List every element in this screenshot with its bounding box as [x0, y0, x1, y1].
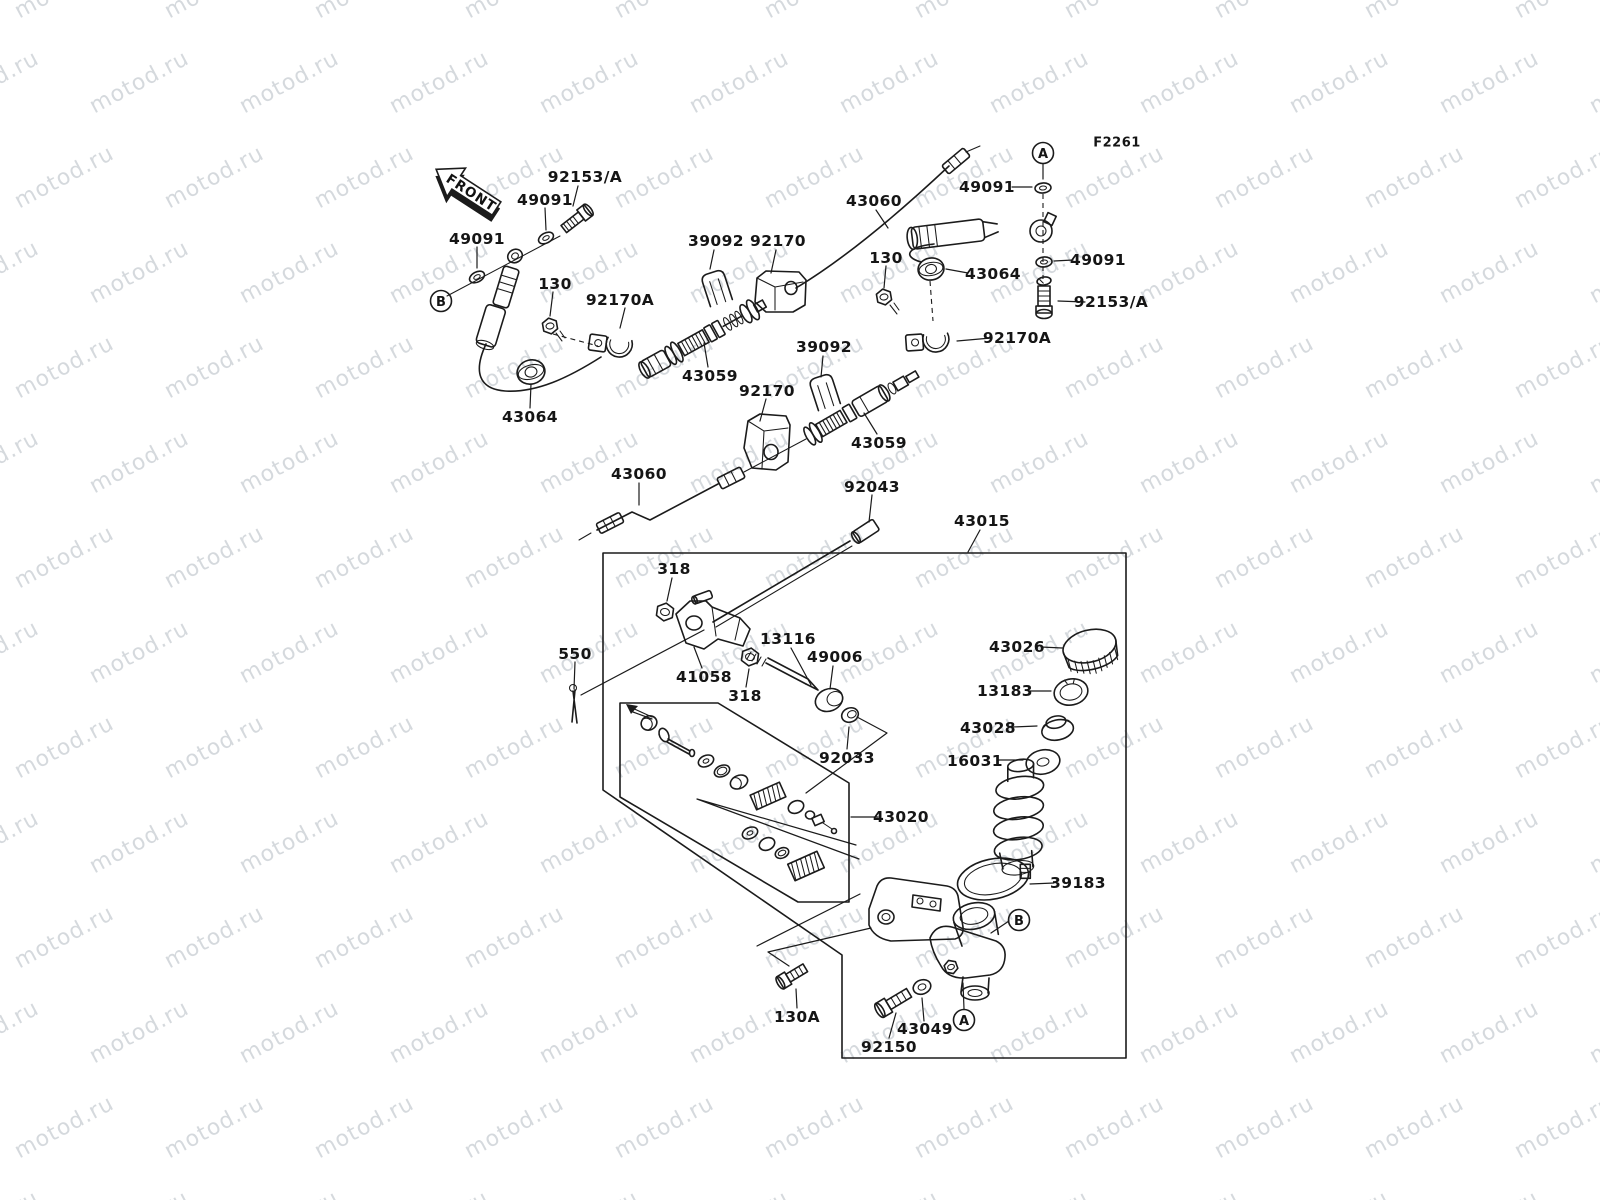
- part-label-13183: 13183: [977, 682, 1033, 700]
- part-label-43059-1: 43059: [682, 367, 738, 385]
- clamp-92170A-left: [587, 333, 634, 358]
- bolt-92150: [873, 987, 913, 1019]
- part-label-130-2: 130: [869, 249, 903, 267]
- part-label-92170-1: 92170: [750, 232, 806, 250]
- svg-text:A: A: [959, 1014, 969, 1029]
- part-label-130-1: 130: [538, 275, 572, 293]
- cable-43060-upper: [795, 145, 981, 289]
- nut-318-a: [655, 602, 675, 622]
- seal-92033: [840, 706, 860, 724]
- part-label-130A: 130A: [774, 1008, 820, 1026]
- cable-adjuster: [492, 265, 520, 309]
- bolt-92153A-right: [1035, 285, 1053, 320]
- piston-kit-43020: [640, 715, 838, 882]
- outer-box-43015: [602, 552, 1127, 1059]
- nut-130-right: [875, 288, 893, 306]
- master-cylinder-body: [868, 877, 1006, 1001]
- part-label-43064-2: 43064: [965, 265, 1021, 283]
- part-label-13116: 13116: [760, 630, 816, 648]
- alignment-dashed-lines: [552, 194, 1044, 347]
- part-label-43015: 43015: [954, 512, 1010, 530]
- fork-39092-lower: [809, 373, 842, 412]
- clutch-cable-upper-left: [446, 203, 634, 392]
- part-label-49091-4: 49091: [1070, 251, 1126, 269]
- clevis-41058: [675, 589, 751, 650]
- part-label-318-1: 318: [657, 560, 691, 578]
- part-label-92153A-2: 92153/A: [1073, 293, 1149, 311]
- bolt-130A: [775, 963, 809, 990]
- marker-A-top: A: [1031, 141, 1055, 165]
- ring-13183: [1053, 678, 1089, 706]
- fork-39092-upper: [701, 269, 734, 308]
- svg-text:B: B: [1014, 914, 1024, 929]
- part-label-43060-2: 43060: [611, 465, 667, 483]
- plate-16031: [1025, 748, 1061, 776]
- pushrod-and-pin-92043: [712, 518, 880, 628]
- cotter-pin-550: [568, 683, 578, 724]
- part-label-43020: 43020: [873, 808, 929, 826]
- figure-code: F2261: [1093, 135, 1141, 151]
- bracket-92170-lower: [743, 413, 791, 471]
- part-label-43059-2: 43059: [851, 434, 907, 452]
- part-label-16031: 16031: [947, 752, 1003, 770]
- leader-lines: [476, 163, 1086, 1039]
- bushing-49006: [814, 687, 844, 713]
- part-label-39092-1: 39092: [688, 232, 744, 250]
- part-label-92153A-1: 92153/A: [547, 168, 623, 186]
- inner-arrowhead: [626, 704, 638, 714]
- nut-130-left: [541, 317, 559, 335]
- rod-13116: [746, 651, 819, 691]
- part-label-39183: 39183: [1050, 874, 1106, 892]
- part-label-92150: 92150: [861, 1038, 917, 1056]
- marker-B-body: B: [1007, 908, 1031, 932]
- bolt-92153A-left: [560, 203, 594, 234]
- part-label-92170A-1: 92170A: [585, 291, 655, 309]
- part-label-92033: 92033: [819, 749, 875, 767]
- part-label-43026: 43026: [989, 638, 1045, 656]
- rod-link-assembly-right: [875, 182, 1057, 353]
- marker-A-body: A: [952, 1008, 976, 1032]
- part-label-43060-1: 43060: [846, 192, 902, 210]
- part-label-318-2: 318: [728, 687, 762, 705]
- reservoir-boot: [992, 758, 1045, 876]
- part-label-41058: 41058: [676, 668, 732, 686]
- part-label-43028: 43028: [960, 719, 1016, 737]
- adjuster-assembly-43059-lower: [803, 370, 920, 446]
- part-label-49091-1: 49091: [517, 191, 573, 209]
- part-label-39092-2: 39092: [796, 338, 852, 356]
- grommet-43064-left: [516, 359, 546, 385]
- hose-clamp-39183: [956, 857, 1032, 901]
- cable-43060-lower: [578, 438, 807, 541]
- pointer-lines: [580, 629, 888, 967]
- svg-text:B: B: [436, 295, 446, 310]
- inner-box-43020: [619, 702, 850, 903]
- diaphragm-43028: [1041, 715, 1075, 742]
- grommet-43064-right: [917, 257, 945, 281]
- part-label-43049: 43049: [897, 1020, 953, 1038]
- part-label-92043: 92043: [844, 478, 900, 496]
- marker-B-left: B: [429, 289, 453, 313]
- part-label-550: 550: [558, 645, 592, 663]
- clamp-92170A-right: [904, 332, 950, 353]
- part-label-49006: 49006: [807, 648, 863, 666]
- part-label-43064-1: 43064: [502, 408, 558, 426]
- washer-43049: [912, 978, 932, 996]
- part-label-92170-2: 92170: [739, 382, 795, 400]
- adjuster-assembly-43059-upper: [638, 299, 768, 379]
- part-label-49091-3: 49091: [959, 178, 1015, 196]
- part-label-49091-2: 49091: [449, 230, 505, 248]
- svg-text:A: A: [1038, 147, 1048, 162]
- reservoir-cap-43026: [1062, 628, 1119, 675]
- part-label-92170A-2: 92170A: [982, 329, 1052, 347]
